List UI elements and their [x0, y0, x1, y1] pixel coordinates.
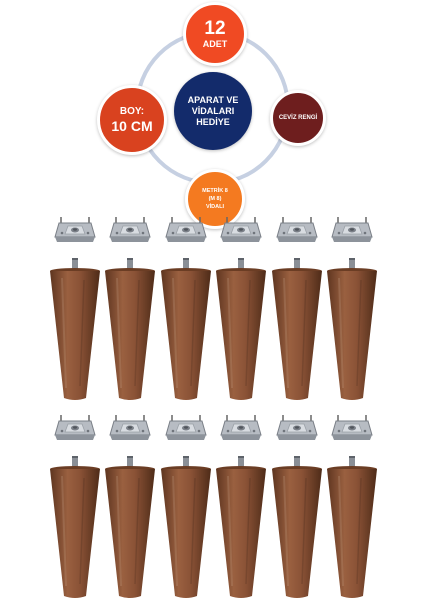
mounting-plate: [330, 413, 374, 443]
wooden-leg: [325, 456, 379, 601]
mounting-plate: [108, 413, 152, 443]
gift-badge: APARAT VE VİDALARI HEDİYE: [174, 72, 252, 150]
mounting-plate: [275, 413, 319, 443]
mounting-plate: [219, 413, 263, 443]
wooden-leg: [214, 258, 268, 403]
mounting-plate: [330, 215, 374, 245]
gift-line-3: HEDİYE: [196, 116, 230, 127]
wooden-leg: [159, 258, 213, 403]
wooden-leg: [270, 258, 324, 403]
wooden-leg: [270, 456, 324, 601]
mounting-plate: [53, 413, 97, 443]
quantity-badge: 12 ADET: [183, 2, 247, 66]
height-label: BOY:: [119, 106, 145, 117]
screw-line-3: VİDALI: [205, 204, 225, 210]
quantity-unit: ADET: [202, 39, 228, 49]
screw-line-1: METRİK 8: [202, 188, 228, 194]
mounting-plate: [164, 413, 208, 443]
mounting-plate: [275, 215, 319, 245]
wooden-leg: [103, 258, 157, 403]
height-value: 10 CM: [111, 118, 153, 134]
wooden-leg: [48, 456, 102, 601]
color-label: CEVİZ RENGİ: [278, 115, 318, 121]
gift-line-2: VİDALARI: [191, 105, 235, 116]
wooden-leg: [48, 258, 102, 403]
screw-line-2: (M 8): [208, 196, 222, 202]
mounting-plate: [164, 215, 208, 245]
wooden-leg: [103, 456, 157, 601]
mounting-plate: [219, 215, 263, 245]
quantity-number: 12: [204, 18, 226, 39]
mounting-plate: [108, 215, 152, 245]
mounting-plate: [53, 215, 97, 245]
wooden-leg: [214, 456, 268, 601]
height-badge: BOY: 10 CM: [97, 85, 167, 155]
screw-badge: METRİK 8 (M 8) VİDALI: [185, 169, 245, 229]
color-badge: CEVİZ RENGİ: [270, 90, 326, 146]
wooden-leg: [325, 258, 379, 403]
gift-line-1: APARAT VE: [187, 94, 239, 105]
wooden-leg: [159, 456, 213, 601]
